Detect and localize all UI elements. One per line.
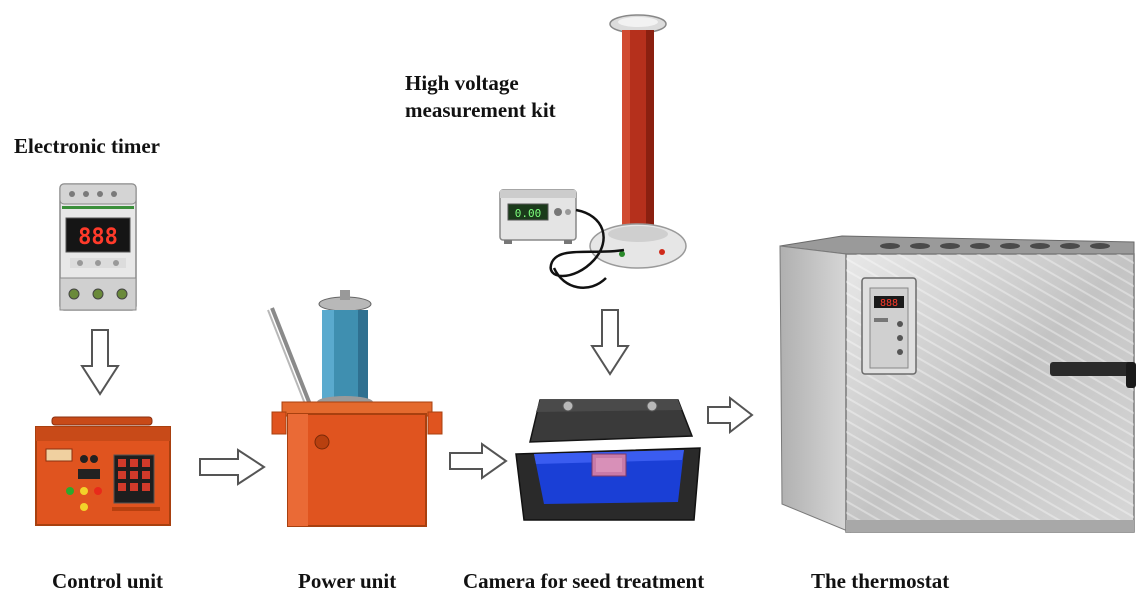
- hv-kit-label-line1: High voltage: [405, 71, 519, 95]
- electronic-timer-label: Electronic timer: [14, 134, 160, 158]
- arrow-right-control-power: [198, 448, 266, 486]
- arrow-right-camera-thermostat: [706, 396, 754, 434]
- arrow-right-power-camera: [448, 442, 508, 480]
- power-unit-label: Power unit: [298, 569, 397, 593]
- meter-display: 0.00: [515, 207, 542, 220]
- camera-label: Camera for seed treatment: [463, 569, 705, 593]
- thermostat-display: 888: [880, 298, 898, 309]
- hv-measurement-kit: 0.00: [494, 10, 694, 300]
- timer-display: 888: [78, 225, 118, 250]
- arrow-down-hv-kit: [590, 308, 630, 376]
- control-unit-label: Control unit: [52, 569, 164, 593]
- arrow-down-timer: [80, 328, 120, 396]
- seed-treatment-camera: [510, 392, 706, 526]
- power-unit: [262, 290, 452, 530]
- hv-kit-label-line2: measurement kit: [405, 98, 556, 122]
- thermostat-label: The thermostat: [811, 569, 950, 593]
- control-unit: [32, 415, 174, 527]
- thermostat: 888: [770, 232, 1144, 534]
- electronic-timer: 888: [58, 182, 138, 312]
